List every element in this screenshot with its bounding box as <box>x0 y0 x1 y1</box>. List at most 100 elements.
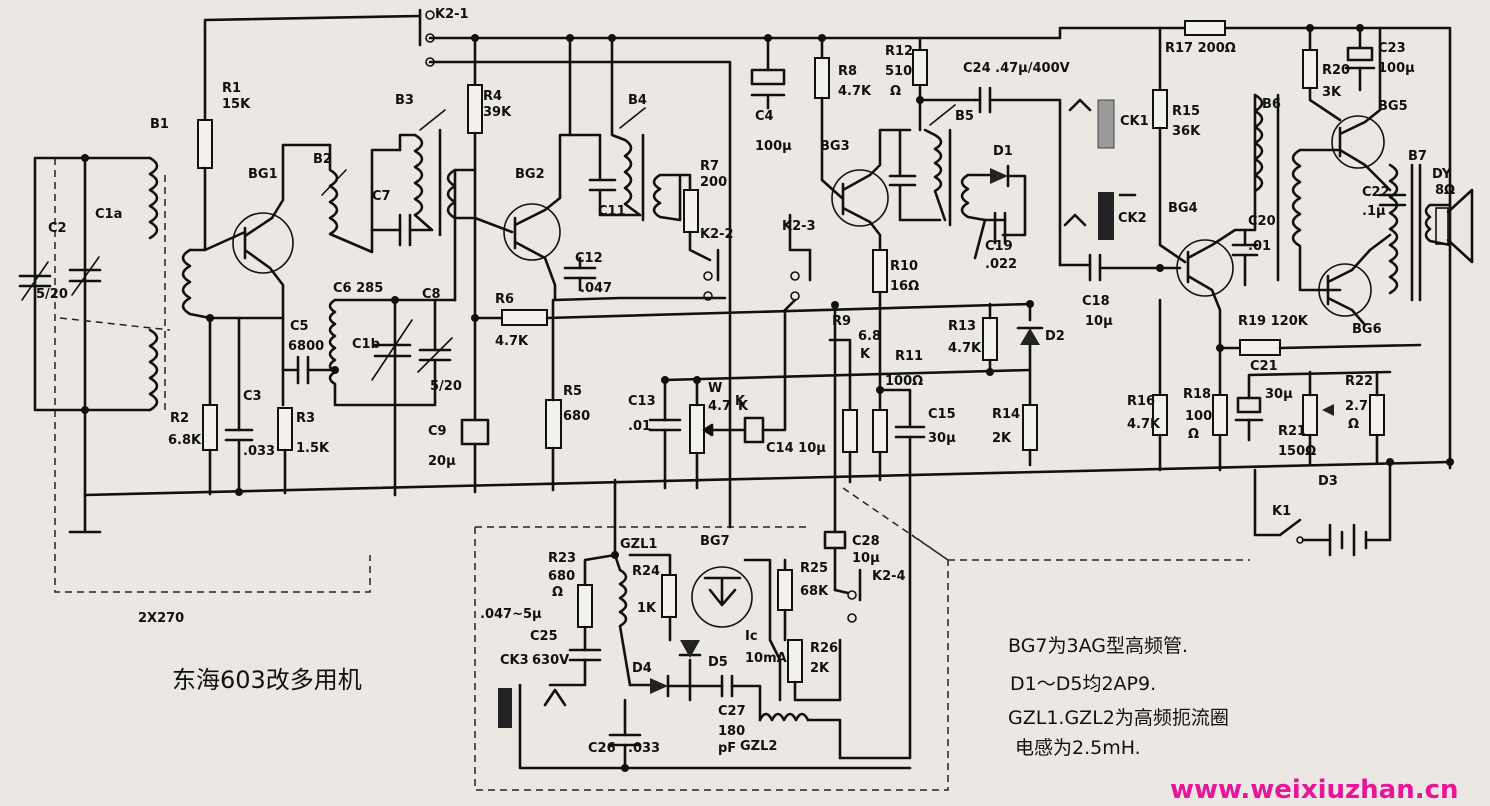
svg-text:Ω: Ω <box>890 84 901 99</box>
svg-text:C4: C4 <box>755 109 774 124</box>
svg-text:C23: C23 <box>1378 41 1406 56</box>
svg-text:R15: R15 <box>1172 104 1200 119</box>
svg-text:R20: R20 <box>1322 63 1350 78</box>
svg-text:R21: R21 <box>1278 424 1306 439</box>
svg-text:R14: R14 <box>992 407 1020 422</box>
svg-text:R2: R2 <box>170 411 189 426</box>
svg-text:R26: R26 <box>810 641 838 656</box>
svg-text:R7: R7 <box>700 159 719 174</box>
bg2-transistor <box>503 203 561 261</box>
svg-text:R18: R18 <box>1183 387 1211 402</box>
svg-text:DY: DY <box>1432 167 1452 182</box>
note-line-1: BG7为3AG型高频管. <box>1008 635 1188 657</box>
svg-text:C28: C28 <box>852 534 880 549</box>
svg-text:BG4: BG4 <box>1168 201 1198 216</box>
bg4-transistor <box>1176 239 1234 297</box>
svg-text:15K: 15K <box>222 97 251 112</box>
oscillator-module-outline <box>474 487 1250 791</box>
svg-text:100Ω: 100Ω <box>885 374 923 389</box>
svg-text:B3: B3 <box>395 93 414 108</box>
svg-text:R3: R3 <box>296 411 315 426</box>
speaker-cone <box>1446 188 1474 264</box>
note-line-2: D1～D5均2AP9. <box>1010 673 1156 695</box>
svg-text:C18: C18 <box>1082 294 1110 309</box>
svg-text:C12: C12 <box>575 251 603 266</box>
svg-text:D5: D5 <box>708 655 728 670</box>
note-line-4: 电感为2.5mH. <box>1015 737 1141 759</box>
ck2-jack <box>1098 192 1114 240</box>
svg-text:K: K <box>860 347 871 362</box>
svg-text:K: K <box>738 399 749 414</box>
svg-text:Ω: Ω <box>1348 417 1359 432</box>
svg-text:680: 680 <box>548 569 575 584</box>
svg-text:1K: 1K <box>637 601 657 616</box>
svg-text:C3: C3 <box>243 389 262 404</box>
svg-text:C9: C9 <box>428 424 447 439</box>
svg-text:R22: R22 <box>1345 374 1373 389</box>
svg-text:R19 120K: R19 120K <box>1238 314 1309 329</box>
svg-text:200: 200 <box>700 175 727 190</box>
gang-capacitor-outline <box>54 158 371 593</box>
top-rail <box>203 14 1452 470</box>
svg-text:5/20: 5/20 <box>36 287 68 302</box>
svg-text:6.8K: 6.8K <box>168 433 202 448</box>
svg-text:K2-3: K2-3 <box>782 219 816 234</box>
svg-text:D1: D1 <box>993 144 1013 159</box>
svg-text:pF: pF <box>718 741 736 756</box>
svg-text:R23: R23 <box>548 551 576 566</box>
svg-text:.047~5μ: .047~5μ <box>480 607 542 622</box>
svg-text:30μ: 30μ <box>1265 387 1293 402</box>
svg-text:K: K <box>735 394 746 409</box>
svg-text:R1: R1 <box>222 81 241 96</box>
svg-text:100μ: 100μ <box>755 139 792 154</box>
svg-text:2K: 2K <box>810 661 830 676</box>
svg-text:BG6: BG6 <box>1352 322 1382 337</box>
svg-text:D4: D4 <box>632 661 652 676</box>
svg-text:2.7: 2.7 <box>1345 399 1368 414</box>
schematic-title: 东海603改多用机 <box>172 666 362 694</box>
svg-text:B2: B2 <box>313 152 332 167</box>
svg-text:180: 180 <box>718 724 745 739</box>
bg3-transistor <box>831 169 889 227</box>
svg-text:C5: C5 <box>290 319 309 334</box>
svg-text:BG2: BG2 <box>515 167 545 182</box>
svg-text:GZL1: GZL1 <box>620 537 657 552</box>
svg-text:4.7: 4.7 <box>708 399 731 414</box>
svg-text:GZL2: GZL2 <box>740 739 777 754</box>
svg-text:30μ: 30μ <box>928 431 956 446</box>
svg-text:Ω: Ω <box>1188 427 1199 442</box>
k2-1-lower-rail <box>428 60 732 529</box>
svg-text:.047: .047 <box>580 281 612 296</box>
svg-text:C13: C13 <box>628 394 656 409</box>
svg-text:100μ: 100μ <box>1378 61 1415 76</box>
svg-text:B5: B5 <box>955 109 974 124</box>
ck3-jack <box>498 688 512 728</box>
svg-text:K2-1: K2-1 <box>435 7 469 22</box>
svg-text:C2: C2 <box>48 221 67 236</box>
svg-text:R4: R4 <box>483 89 502 104</box>
svg-text:B7: B7 <box>1408 149 1427 164</box>
svg-text:BG1: BG1 <box>248 167 278 182</box>
svg-text:R8: R8 <box>838 64 857 79</box>
junction-dots <box>81 24 1454 772</box>
svg-text:4.7K: 4.7K <box>495 334 529 349</box>
r1-resistor <box>197 119 213 169</box>
svg-text:R10: R10 <box>890 259 918 274</box>
watermark-text: www.weixiuzhan.cn <box>1170 775 1459 805</box>
svg-text:.033: .033 <box>628 741 660 756</box>
svg-text:C1a: C1a <box>95 207 122 222</box>
svg-text:C26: C26 <box>588 741 616 756</box>
svg-text:W: W <box>708 381 722 396</box>
svg-text:.01: .01 <box>628 419 651 434</box>
svg-text:10μ: 10μ <box>1085 314 1113 329</box>
note-line-3: GZL1.GZL2为高频扼流圈 <box>1008 707 1229 729</box>
bg6-transistor <box>1318 263 1372 317</box>
svg-text:C8: C8 <box>422 287 441 302</box>
svg-text:K2-2: K2-2 <box>700 227 734 242</box>
svg-text:1.5K: 1.5K <box>296 441 330 456</box>
svg-text:.01: .01 <box>1248 239 1271 254</box>
svg-text:BG7: BG7 <box>700 534 730 549</box>
svg-text:CK3: CK3 <box>500 653 529 668</box>
c9-capacitor <box>460 418 490 446</box>
